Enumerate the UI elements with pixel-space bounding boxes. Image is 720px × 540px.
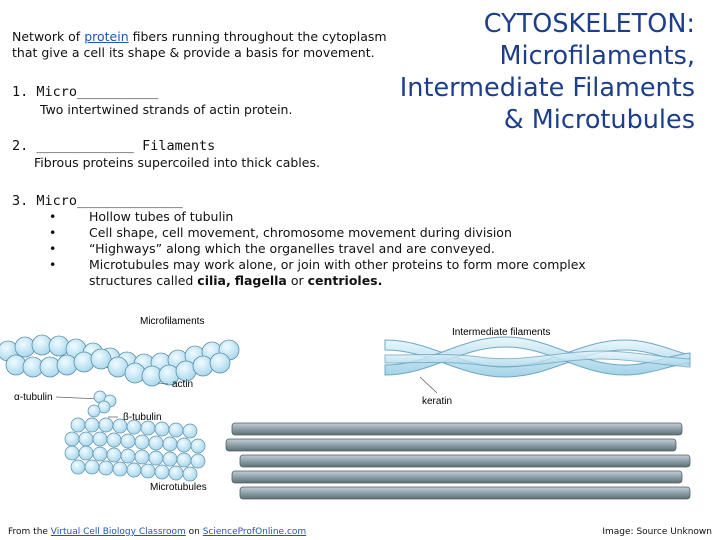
microtubule-bullets: • Hollow tubes of tubulin • Cell shape, ce… bbox=[49, 209, 649, 289]
image-credit: Image: Source Unknown bbox=[602, 527, 712, 537]
bullet-dot: • bbox=[49, 257, 57, 272]
bullet-text: Cell shape, cell movement, chromosome mo… bbox=[89, 225, 512, 240]
label-keratin: keratin bbox=[422, 396, 452, 407]
item-2-heading: 2. ____________ Filaments bbox=[12, 138, 215, 154]
intro-after: fibers running throughout the cytoplasm bbox=[128, 29, 387, 44]
page-title: CYTOSKELETON: Microfilaments, Intermedia… bbox=[400, 8, 695, 136]
item-1-heading: 1. Micro__________ bbox=[12, 84, 158, 100]
term-flagella: flagella bbox=[234, 273, 287, 288]
item-1-desc: Two intertwined strands of actin protein… bbox=[40, 102, 293, 117]
intro-before: Network of bbox=[12, 29, 85, 44]
bullet-item: • “Highways” along which the organelles t… bbox=[49, 241, 649, 257]
item-1-label: Micro bbox=[36, 84, 78, 100]
vcbc-link[interactable]: Virtual Cell Biology Classroom bbox=[50, 527, 186, 537]
bullet-text: Hollow tubes of tubulin bbox=[89, 209, 234, 224]
microfilament-strand bbox=[0, 334, 240, 387]
item-1-number: 1. bbox=[12, 84, 29, 100]
intro-line2: that give a cell its shape & provide a b… bbox=[12, 45, 375, 60]
bullet-or: or bbox=[286, 273, 308, 288]
title-line1: CYTOSKELETON: bbox=[483, 9, 695, 39]
footer-on: on bbox=[185, 527, 203, 537]
bullet-text: Microtubules may work alone, or join wit… bbox=[89, 257, 586, 288]
term-cilia: cilia, bbox=[197, 273, 231, 288]
actin-leader bbox=[157, 382, 169, 385]
intro-text: Network of protein fibers running throug… bbox=[12, 29, 432, 61]
label-beta-tubulin: β-tubulin bbox=[123, 412, 162, 423]
item-2-desc: Fibrous proteins supercoiled into thick … bbox=[34, 155, 320, 170]
alpha-leader bbox=[55, 396, 101, 400]
footer-from: From the bbox=[8, 527, 51, 537]
bullet-dot: • bbox=[49, 209, 57, 224]
bullet-item: • Hollow tubes of tubulin bbox=[49, 209, 649, 225]
label-microfilaments: Microfilaments bbox=[140, 316, 204, 327]
label-microtubules: Microtubules bbox=[150, 482, 207, 493]
microtubule-cylinder bbox=[64, 390, 206, 482]
title-line2: Microfilaments, bbox=[499, 41, 695, 71]
label-alpha-tubulin: α-tubulin bbox=[14, 392, 53, 403]
bullet-item: • Microtubules may work alone, or join wi… bbox=[49, 257, 649, 289]
bullet-item: • Cell shape, cell movement, chromosome m… bbox=[49, 225, 649, 241]
item-2-blank: ____________ bbox=[36, 138, 134, 154]
item-3-heading: 3. Micro_____________ bbox=[12, 193, 183, 209]
footer-source: From the Virtual Cell Biology Classroom … bbox=[8, 527, 306, 537]
title-line4: & Microtubules bbox=[503, 105, 695, 135]
item-2-number: 2. bbox=[12, 138, 29, 154]
keratin-leader bbox=[419, 376, 438, 394]
bullet-dot: • bbox=[49, 225, 57, 240]
term-centrioles: centrioles. bbox=[307, 273, 383, 288]
bullet-dot: • bbox=[49, 241, 57, 256]
bullet-text: “Highways” along which the organelles tr… bbox=[89, 241, 495, 256]
protein-link[interactable]: protein bbox=[84, 29, 129, 44]
item-3-label: Micro bbox=[36, 193, 78, 209]
item-3-number: 3. bbox=[12, 193, 29, 209]
cytoskeleton-figure: Microfilaments actin α-tubulin β-tubulin… bbox=[0, 316, 691, 500]
label-actin: actin bbox=[172, 379, 193, 390]
intermediate-filament-rope bbox=[384, 336, 691, 378]
title-line3: Intermediate Filaments bbox=[399, 73, 695, 103]
microtubule-rods bbox=[225, 422, 691, 500]
item-1-blank: __________ bbox=[77, 84, 159, 100]
item-2-label: Filaments bbox=[133, 138, 216, 154]
site-link[interactable]: ScienceProfOnline.com bbox=[202, 527, 307, 537]
label-intermediate-filaments: Intermediate filaments bbox=[452, 327, 550, 338]
item-3-blank: _____________ bbox=[77, 193, 183, 209]
